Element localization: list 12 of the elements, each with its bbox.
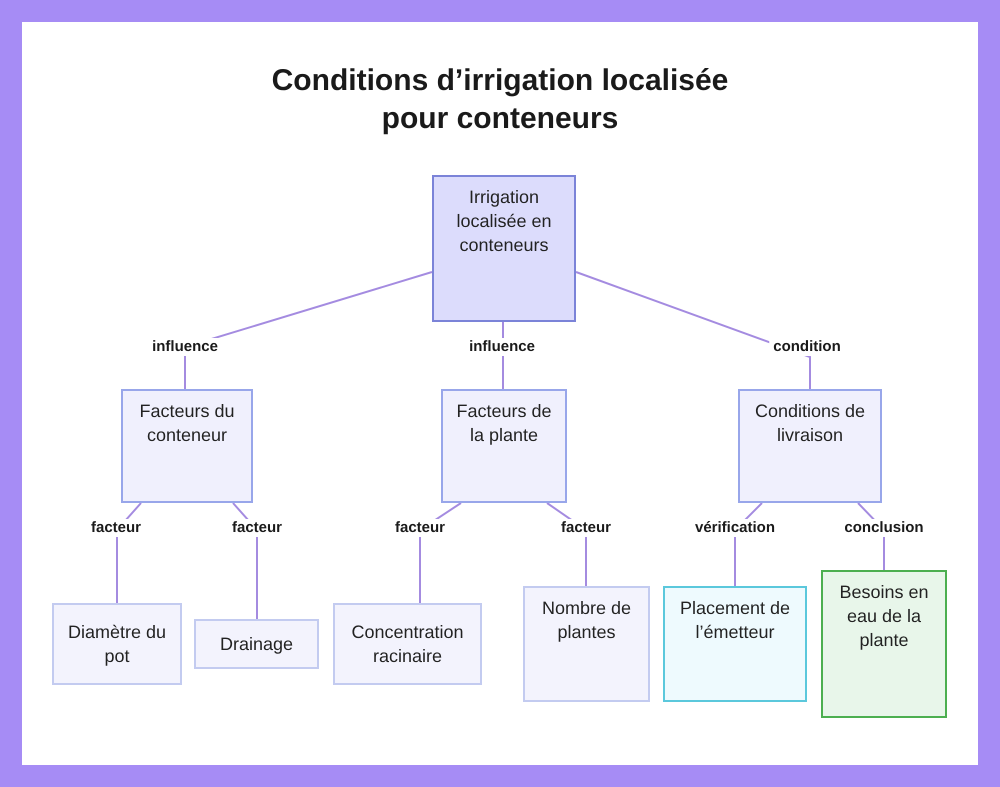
concept-box: Diamètre du pot <box>52 603 182 685</box>
concept-box: Conditions de livraison <box>738 389 882 503</box>
concept-box: Concentration racinaire <box>333 603 482 685</box>
diagram-title: Conditions d’irrigation localisée pour conteneurs <box>270 63 730 137</box>
concept-box: Placement de l’émetteur <box>663 586 807 702</box>
concept-box: Irrigation localisée en conteneurs <box>432 175 576 322</box>
connector-line <box>184 271 432 389</box>
concept-box: Drainage <box>194 619 319 669</box>
concept-box: Facteurs de la plante <box>441 389 567 503</box>
concept-box: Nombre de plantes <box>523 586 650 702</box>
concept-box: Besoins en eau de la plante <box>821 570 947 718</box>
concept-box: Facteurs du conteneur <box>121 389 253 503</box>
